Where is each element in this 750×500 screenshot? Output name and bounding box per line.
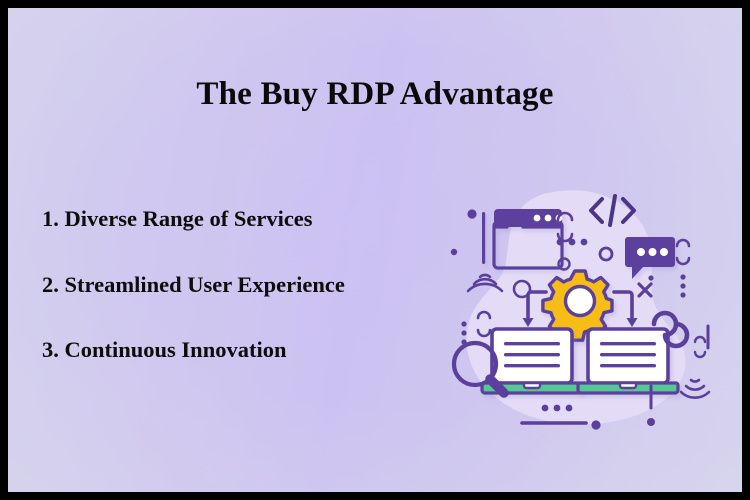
- close-x-icon: [637, 282, 653, 298]
- browser-window-icon: [482, 209, 564, 270]
- dashed-diamond-icon: [476, 310, 492, 338]
- dashed-diamond-icon: [675, 238, 691, 266]
- wifi-signal-icon: [466, 273, 504, 293]
- dashed-circle-icon: [512, 279, 532, 299]
- wifi-signal-icon: [679, 378, 711, 399]
- dot-decoration: [450, 209, 686, 430]
- code-tag-icon: [589, 194, 636, 227]
- technology-illustration: [432, 174, 728, 436]
- list-item: 3. Continuous Innovation: [42, 337, 287, 362]
- list-item: 1. Diverse Range of Services: [42, 206, 313, 231]
- page-title: The Buy RDP Advantage: [196, 76, 554, 112]
- line-decoration: [520, 324, 710, 425]
- dashed-diamond-icon: [693, 335, 707, 359]
- dashed-circle-icon: [598, 246, 614, 262]
- gear-icon: [541, 269, 614, 342]
- dashed-circle-icon: [557, 257, 571, 271]
- dashed-diamond-icon: [556, 211, 574, 243]
- magnifier-icon: [451, 340, 509, 398]
- arrow-down-right-icon: [612, 290, 638, 327]
- slide-canvas: The Buy RDP Advantage 1. Diverse Range o…: [8, 8, 742, 492]
- chat-bubble-icon: [625, 237, 675, 279]
- infinity-icon: [651, 310, 690, 349]
- list-item: 2. Streamlined User Experience: [42, 271, 345, 297]
- advantages-list: 1. Diverse Range of Services 2. Streamli…: [42, 206, 442, 362]
- laptop-icon: [576, 327, 680, 395]
